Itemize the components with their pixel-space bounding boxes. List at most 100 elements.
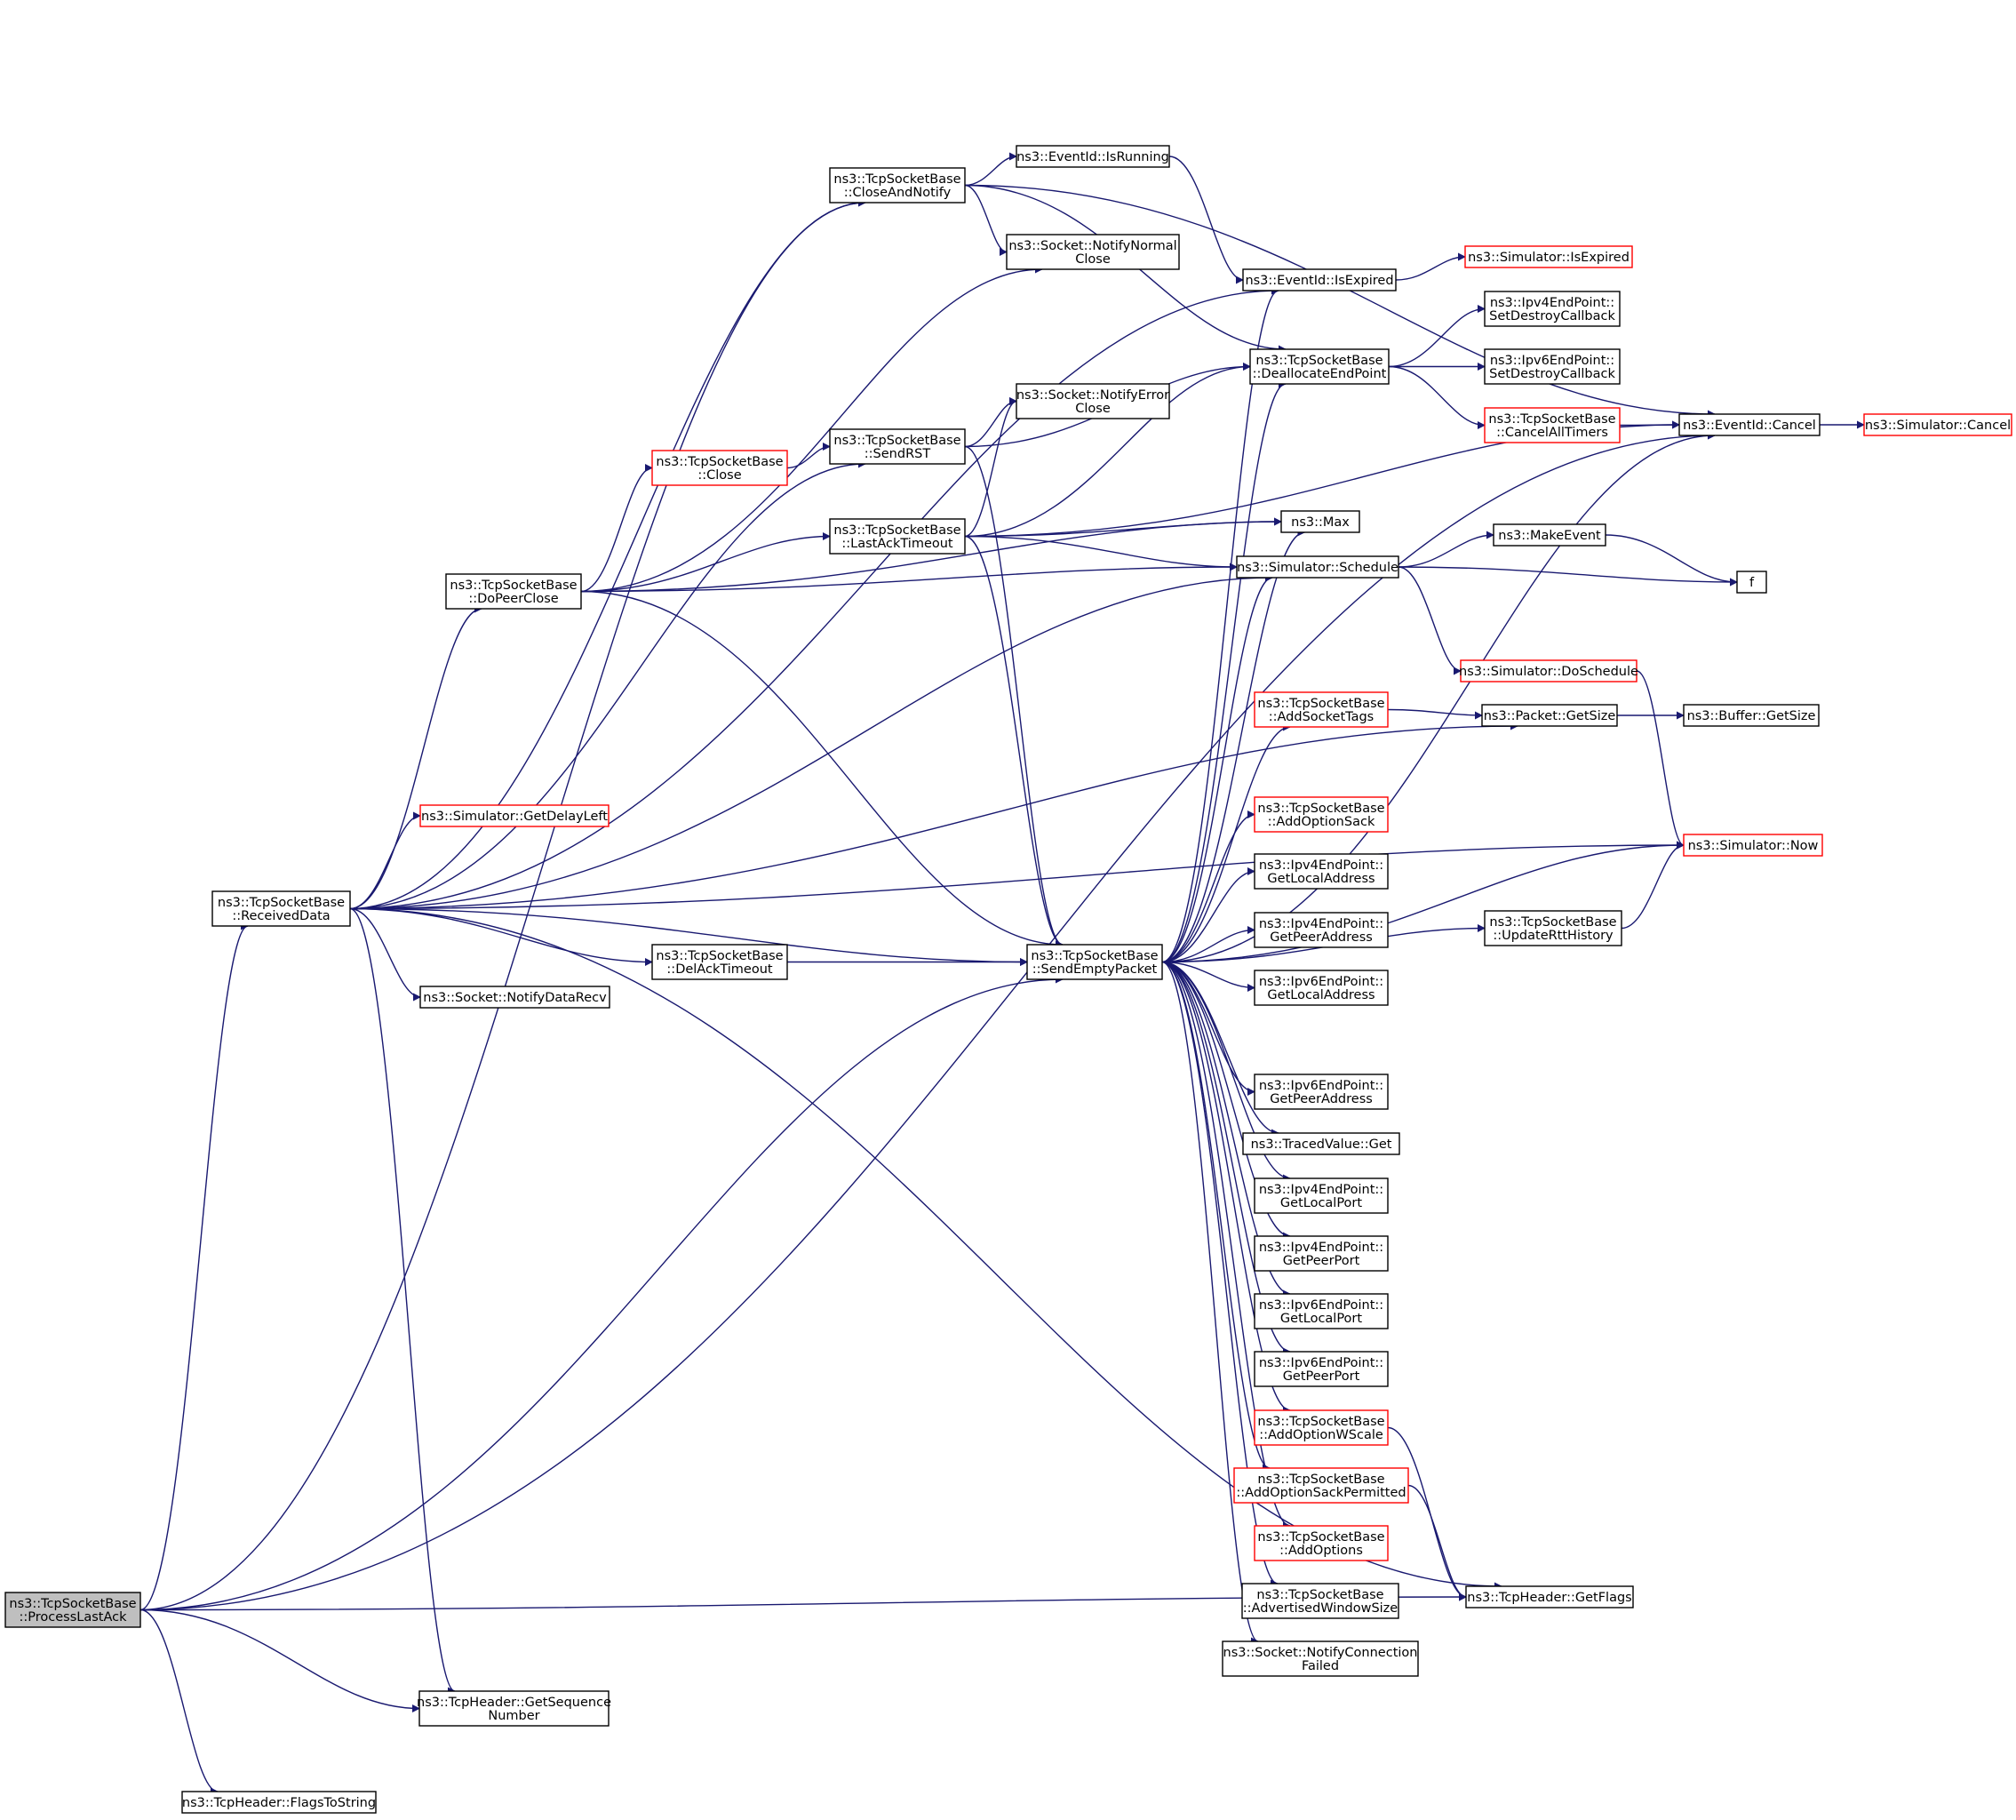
edge-closeandnotify-to-notifynormalclose xyxy=(964,184,1008,256)
node-sendrst[interactable]: ns3::TcpSocketBase::SendRST xyxy=(829,428,966,465)
node-eventid-cancel[interactable]: ns3::EventId::Cancel xyxy=(1678,413,1821,436)
edge-receiveddata-to-getdelayleft xyxy=(349,811,421,910)
edge-sendemptypacket-to-ipv6-getlocalport xyxy=(1161,961,1291,1298)
edge-lastacktimeout-to-simulator-schedule xyxy=(964,535,1238,571)
node-addoptionsack[interactable]: ns3::TcpSocketBase::AddOptionSack xyxy=(1254,796,1389,833)
edge-processlastack-to-flagstostring xyxy=(139,1608,219,1796)
node-ipv4-getlocaladdress[interactable]: ns3::Ipv4EndPoint::GetLocalAddress xyxy=(1254,853,1389,890)
edge-sendemptypacket-to-ipv6-getlocaladdress xyxy=(1161,961,1255,992)
node-simulator-schedule[interactable]: ns3::Simulator::Schedule xyxy=(1236,555,1399,579)
node-box xyxy=(1026,944,1163,980)
node-label: ns3::TcpSocketBase xyxy=(1255,354,1383,368)
edge-sendemptypacket-to-eventid-cancel xyxy=(1161,431,1716,963)
node-box xyxy=(1484,348,1621,385)
edge-updaterttHistory-to-simulator-now xyxy=(1621,841,1685,930)
edge-addsockettags-to-packet-getsize xyxy=(1387,708,1483,720)
node-closeandnotify[interactable]: ns3::TcpSocketBase::CloseAndNotify xyxy=(829,167,966,204)
node-deallocateendpoint[interactable]: ns3::TcpSocketBase::DeallocateEndPoint xyxy=(1249,348,1390,385)
node-label: ::AddOptionSackPermitted xyxy=(1236,1486,1406,1500)
node-ipv6-getpeeraddress[interactable]: ns3::Ipv6EndPoint::GetPeerAddress xyxy=(1254,1074,1389,1110)
node-label: ns3::Packet::GetSize xyxy=(1484,709,1616,723)
node-addoptionwscale[interactable]: ns3::TcpSocketBase::AddOptionWScale xyxy=(1254,1409,1389,1446)
node-label: Close xyxy=(1075,402,1111,416)
node-addsockettags[interactable]: ns3::TcpSocketBase::AddSocketTags xyxy=(1254,691,1389,728)
node-notifydatarecv[interactable]: ns3::Socket::NotifyDataRecv xyxy=(419,986,610,1009)
node-tcpheader-getflags[interactable]: ns3::TcpHeader::GetFlags xyxy=(1465,1585,1634,1608)
edge-doPeerClose-to-max xyxy=(580,517,1282,593)
edge-deallocateendpoint-to-ipv4-setdestroycallback xyxy=(1388,305,1486,368)
edge-receiveddata-to-closeandnotify xyxy=(349,198,866,910)
node-label: ns3::EventId::IsRunning xyxy=(1016,150,1169,164)
node-label: ::CloseAndNotify xyxy=(844,186,952,200)
node-ipv4-getpeeraddress[interactable]: ns3::Ipv4EndPoint::GetPeerAddress xyxy=(1254,912,1389,948)
node-label: ::CancelAllTimers xyxy=(1496,426,1608,440)
node-label: ns3::TcpSocketBase xyxy=(450,579,577,593)
node-doPeerClose[interactable]: ns3::TcpSocketBase::DoPeerClose xyxy=(445,573,582,610)
node-label: ::ReceivedData xyxy=(232,909,330,923)
node-box xyxy=(1464,245,1633,268)
node-ipv4-getlocalport[interactable]: ns3::Ipv4EndPoint::GetLocalPort xyxy=(1254,1177,1389,1214)
node-simulator-now[interactable]: ns3::Simulator::Now xyxy=(1683,834,1823,857)
node-label: ::AddOptionWScale xyxy=(1259,1428,1383,1442)
node-label: ns3::Socket::NotifyError xyxy=(1016,388,1169,403)
edges-layer xyxy=(139,152,1865,1796)
node-label: ::AddOptionSack xyxy=(1268,815,1375,829)
node-buffer-getsize[interactable]: ns3::Buffer::GetSize xyxy=(1683,704,1820,727)
node-ipv6-getlocalport[interactable]: ns3::Ipv6EndPoint::GetLocalPort xyxy=(1254,1293,1389,1329)
edge-sendrst-to-notifyerrorclose xyxy=(964,397,1017,448)
node-processlastack[interactable]: ns3::TcpSocketBase::ProcessLastAck xyxy=(4,1592,141,1628)
node-packet-getsize[interactable]: ns3::Packet::GetSize xyxy=(1481,704,1618,727)
node-max[interactable]: ns3::Max xyxy=(1280,510,1360,533)
node-close[interactable]: ns3::TcpSocketBase::Close xyxy=(651,450,788,486)
node-label: Failed xyxy=(1302,1659,1339,1673)
node-cancelalltimers[interactable]: ns3::TcpSocketBase::CancelAllTimers xyxy=(1484,407,1621,443)
node-label: ns3::Simulator::Now xyxy=(1688,839,1819,853)
node-ipv6-getpeerport[interactable]: ns3::Ipv6EndPoint::GetPeerPort xyxy=(1254,1351,1389,1387)
node-simulator-cancel[interactable]: ns3::Simulator::Cancel xyxy=(1863,413,2012,436)
node-label: ns3::Ipv4EndPoint:: xyxy=(1259,1183,1383,1197)
edge-processlastack-to-receiveddata xyxy=(139,922,249,1611)
edge-deallocateendpoint-to-cancelalltimers xyxy=(1388,365,1486,429)
node-f[interactable]: f xyxy=(1736,571,1767,594)
node-label: ns3::Socket::NotifyDataRecv xyxy=(423,991,607,1005)
node-eventid-isexpired[interactable]: ns3::EventId::IsExpired xyxy=(1242,268,1397,291)
node-box xyxy=(1736,571,1767,594)
node-updaterttHistory[interactable]: ns3::TcpSocketBase::UpdateRttHistory xyxy=(1484,910,1622,946)
node-ipv6-setdestroycallback[interactable]: ns3::Ipv6EndPoint::SetDestroyCallback xyxy=(1484,348,1621,385)
node-ipv6-getlocaladdress[interactable]: ns3::Ipv6EndPoint::GetLocalAddress xyxy=(1254,970,1389,1006)
node-box xyxy=(419,986,610,1009)
node-addoptions[interactable]: ns3::TcpSocketBase::AddOptions xyxy=(1254,1525,1389,1561)
node-getdelayleft[interactable]: ns3::Simulator::GetDelayLeft xyxy=(419,804,610,827)
node-label: ns3::Buffer::GetSize xyxy=(1687,709,1816,723)
node-label: ::LastAckTimeout xyxy=(841,537,953,551)
node-ipv4-getpeerport[interactable]: ns3::Ipv4EndPoint::GetPeerPort xyxy=(1254,1235,1389,1272)
node-label: GetPeerPort xyxy=(1283,1369,1360,1384)
node-box xyxy=(829,518,966,555)
node-makeevent[interactable]: ns3::MakeEvent xyxy=(1493,523,1606,547)
node-eventid-isrunning[interactable]: ns3::EventId::IsRunning xyxy=(1016,145,1170,168)
node-doschedule[interactable]: ns3::Simulator::DoSchedule xyxy=(1459,659,1638,682)
edge-receiveddata-to-sendrst xyxy=(349,459,866,910)
node-box xyxy=(1242,268,1397,291)
node-label: ::AddSocketTags xyxy=(1269,710,1374,724)
node-box xyxy=(1236,555,1399,579)
node-receiveddata[interactable]: ns3::TcpSocketBase::ReceivedData xyxy=(211,890,351,927)
node-addoptionsackpermitted[interactable]: ns3::TcpSocketBase::AddOptionSackPermitt… xyxy=(1233,1467,1409,1504)
node-simulator-isexpired[interactable]: ns3::Simulator::IsExpired xyxy=(1464,245,1633,268)
node-advertisedwindowsize[interactable]: ns3::TcpSocketBase::AdvertisedWindowSize xyxy=(1241,1583,1399,1619)
node-label: ns3::TcpHeader::GetSequence xyxy=(417,1696,611,1710)
node-label: ns3::TcpSocketBase xyxy=(1488,412,1615,427)
node-ipv4-setdestroycallback[interactable]: ns3::Ipv4EndPoint::SetDestroyCallback xyxy=(1484,291,1621,327)
node-tracedvalue-get[interactable]: ns3::TracedValue::Get xyxy=(1242,1132,1400,1155)
node-label: ns3::TcpSocketBase xyxy=(1031,949,1158,963)
node-lastacktimeout[interactable]: ns3::TcpSocketBase::LastAckTimeout xyxy=(829,518,966,555)
node-box xyxy=(651,944,788,980)
node-sendemptypacket[interactable]: ns3::TcpSocketBase::SendEmptyPacket xyxy=(1026,944,1163,980)
node-flagstostring[interactable]: ns3::TcpHeader::FlagsToString xyxy=(181,1791,377,1814)
node-delacktimeout[interactable]: ns3::TcpSocketBase::DelAckTimeout xyxy=(651,944,788,980)
